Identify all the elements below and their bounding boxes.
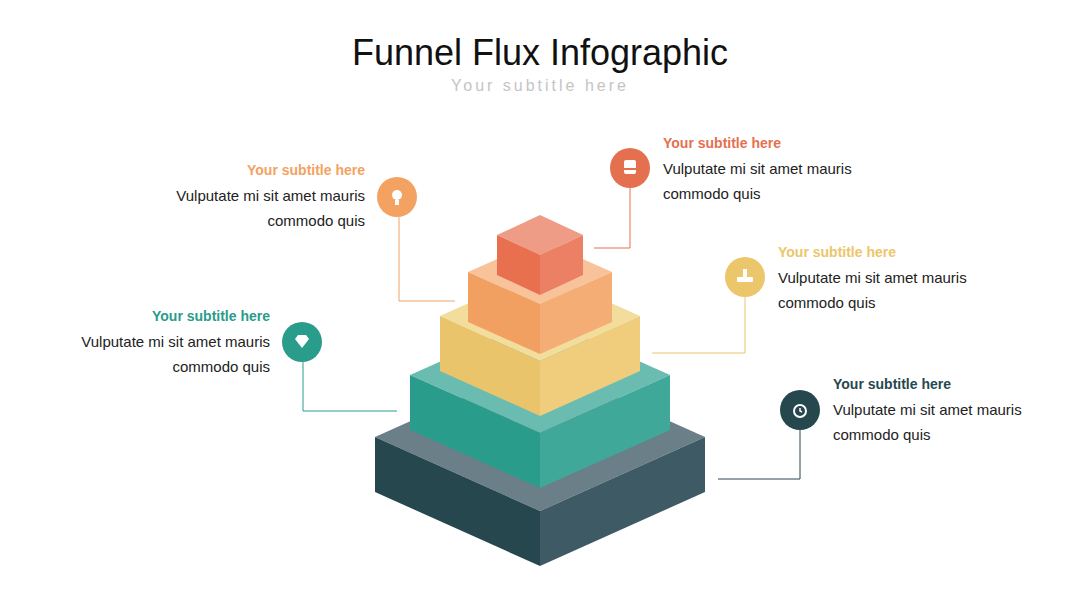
layer-left: [497, 235, 540, 295]
icon-glyph: [794, 405, 806, 417]
callout-heading: Your subtitle here: [778, 243, 983, 261]
icon-glyph: [737, 277, 753, 282]
callout-body: Vulputate mi sit amet mauris commodo qui…: [778, 265, 983, 315]
callout-heading: Your subtitle here: [160, 161, 365, 179]
callout-node: Your subtitle hereVulputate mi sit amet …: [833, 375, 1038, 447]
icon-circle: [282, 322, 322, 362]
subtitle-label: Your subtitle here: [0, 77, 1080, 95]
layer-red: [497, 215, 583, 295]
icon-glyph: [624, 160, 636, 174]
icon-glyph: [624, 168, 636, 170]
callout-node: Your subtitle hereVulputate mi sit amet …: [160, 161, 365, 233]
icon-circle: [377, 177, 417, 217]
icon-glyph: [800, 408, 802, 412]
icon-circle: [610, 148, 650, 188]
callout-body: Vulputate mi sit amet mauris commodo qui…: [65, 329, 270, 379]
leader-line: [594, 188, 630, 248]
icon-glyph: [743, 269, 747, 277]
leader-line: [303, 362, 397, 411]
icon-glyph: [392, 190, 402, 200]
callout-body: Vulputate mi sit amet mauris commodo qui…: [160, 183, 365, 233]
layer-right: [540, 235, 583, 295]
callout-heading: Your subtitle here: [65, 307, 270, 325]
callout-node: Your subtitle hereVulputate mi sit amet …: [65, 307, 270, 379]
leader-line: [718, 430, 800, 479]
icon-circle: [780, 390, 820, 430]
icon-glyph: [395, 200, 399, 205]
leader-line: [652, 297, 745, 353]
icon-circle: [725, 257, 765, 297]
callout-node: Your subtitle hereVulputate mi sit amet …: [663, 134, 868, 206]
callout-heading: Your subtitle here: [663, 134, 868, 152]
callout-heading: Your subtitle here: [833, 375, 1038, 393]
callout-body: Vulputate mi sit amet mauris commodo qui…: [833, 397, 1038, 447]
callout-body: Vulputate mi sit amet mauris commodo qui…: [663, 156, 868, 206]
icon-glyph: [295, 335, 309, 348]
page-title: Funnel Flux Infographic: [0, 31, 1080, 75]
callout-node: Your subtitle hereVulputate mi sit amet …: [778, 243, 983, 315]
leader-line: [399, 217, 455, 301]
